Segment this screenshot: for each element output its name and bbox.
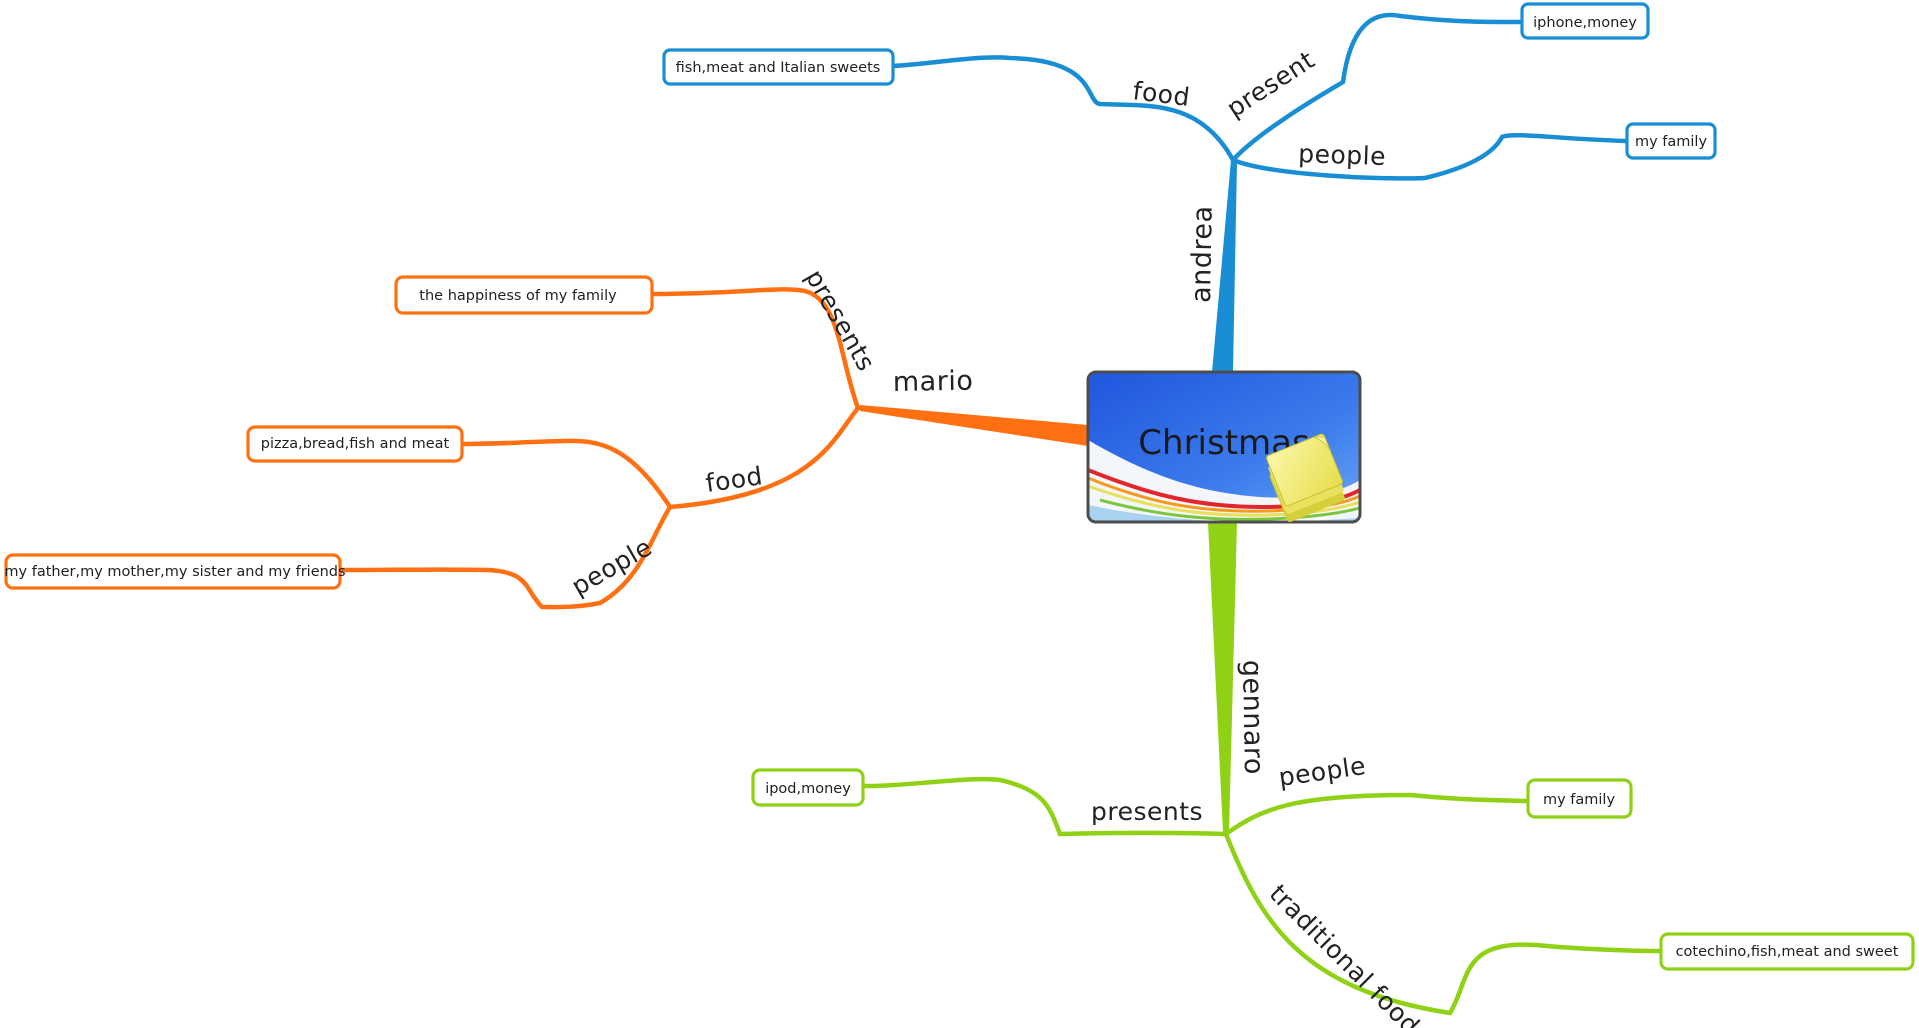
gennaro-traditional-food-leaf[interactable]: cotechino,fish,meat and sweet bbox=[1659, 932, 1915, 971]
mario-presents-leaf[interactable]: the happiness of my family bbox=[394, 275, 654, 315]
gennaro-branch-label: gennaro bbox=[1236, 660, 1269, 776]
leaf-text: pizza,bread,fish and meat bbox=[261, 436, 450, 452]
gennaro-people-label: people bbox=[1277, 751, 1368, 792]
mario-food-connector bbox=[459, 405, 861, 510]
central-topic-border bbox=[1086, 370, 1362, 524]
andrea-food-leaf[interactable]: fish,meat and Italian sweets bbox=[662, 48, 895, 86]
leaf-text: my family bbox=[1635, 134, 1707, 150]
leaf-box bbox=[1659, 932, 1915, 971]
gennaro-presents-leaf[interactable]: ipod,money bbox=[751, 768, 865, 807]
andrea-present-leaf[interactable]: iphone,money bbox=[1520, 2, 1650, 40]
andrea-branch-label: andrea bbox=[1186, 205, 1219, 303]
leaf-text: cotechino,fish,meat and sweet bbox=[1676, 944, 1899, 960]
mario-people-leaf[interactable]: my father,my mother,my sister and my fri… bbox=[4, 553, 346, 590]
leaf-box bbox=[662, 48, 895, 86]
leaf-box bbox=[394, 275, 654, 315]
leaf-box bbox=[751, 768, 865, 807]
leaf-box bbox=[246, 425, 464, 463]
mario-presents-connector bbox=[649, 287, 861, 411]
mario-main-connector bbox=[860, 405, 1088, 446]
gennaro-people-connector bbox=[1223, 792, 1531, 837]
gennaro-traditional-food-label: traditional food bbox=[1264, 879, 1426, 1028]
leaf-text: fish,meat and Italian sweets bbox=[676, 60, 881, 76]
leaf-text: my father,my mother,my sister and my fri… bbox=[4, 564, 345, 580]
mario-branch-label: mario bbox=[893, 366, 974, 398]
andrea-people-label: people bbox=[1298, 139, 1387, 171]
leaf-text: my family bbox=[1543, 792, 1615, 808]
sticky-note-icon[interactable] bbox=[1262, 433, 1349, 523]
branch-mario: mario presents food people the happiness… bbox=[4, 265, 1088, 610]
andrea-main-connector bbox=[1212, 160, 1237, 372]
andrea-people-leaf[interactable]: my family bbox=[1625, 122, 1717, 160]
andrea-food-connector bbox=[890, 55, 1236, 163]
leaf-text: the happiness of my family bbox=[419, 288, 617, 304]
gennaro-traditional-food-connector bbox=[1223, 831, 1663, 1016]
leaf-text: ipod,money bbox=[765, 781, 851, 797]
andrea-present-label: present bbox=[1221, 45, 1319, 123]
leaf-box bbox=[4, 553, 342, 590]
leaf-box bbox=[1526, 778, 1633, 819]
leaf-box bbox=[1520, 2, 1650, 40]
mario-presents-label: presents bbox=[800, 265, 881, 377]
andrea-people-connector bbox=[1230, 132, 1629, 181]
leaf-text: iphone,money bbox=[1533, 15, 1637, 31]
gennaro-main-connector bbox=[1208, 522, 1237, 833]
branch-gennaro: gennaro presents people traditional food… bbox=[751, 522, 1915, 1028]
andrea-present-connector bbox=[1230, 12, 1523, 163]
gennaro-presents-connector bbox=[862, 776, 1229, 837]
mario-people-label: people bbox=[567, 532, 657, 601]
mario-food-leaf[interactable]: pizza,bread,fish and meat bbox=[246, 425, 464, 463]
central-topic[interactable]: Christmas bbox=[1086, 370, 1362, 524]
mario-people-connector bbox=[339, 504, 673, 610]
gennaro-people-leaf[interactable]: my family bbox=[1526, 778, 1633, 819]
branch-andrea: andrea food present people fish,meat and… bbox=[662, 2, 1717, 372]
leaf-box bbox=[1625, 122, 1717, 160]
gennaro-presents-label: presents bbox=[1091, 797, 1203, 826]
andrea-food-label: food bbox=[1131, 76, 1191, 112]
